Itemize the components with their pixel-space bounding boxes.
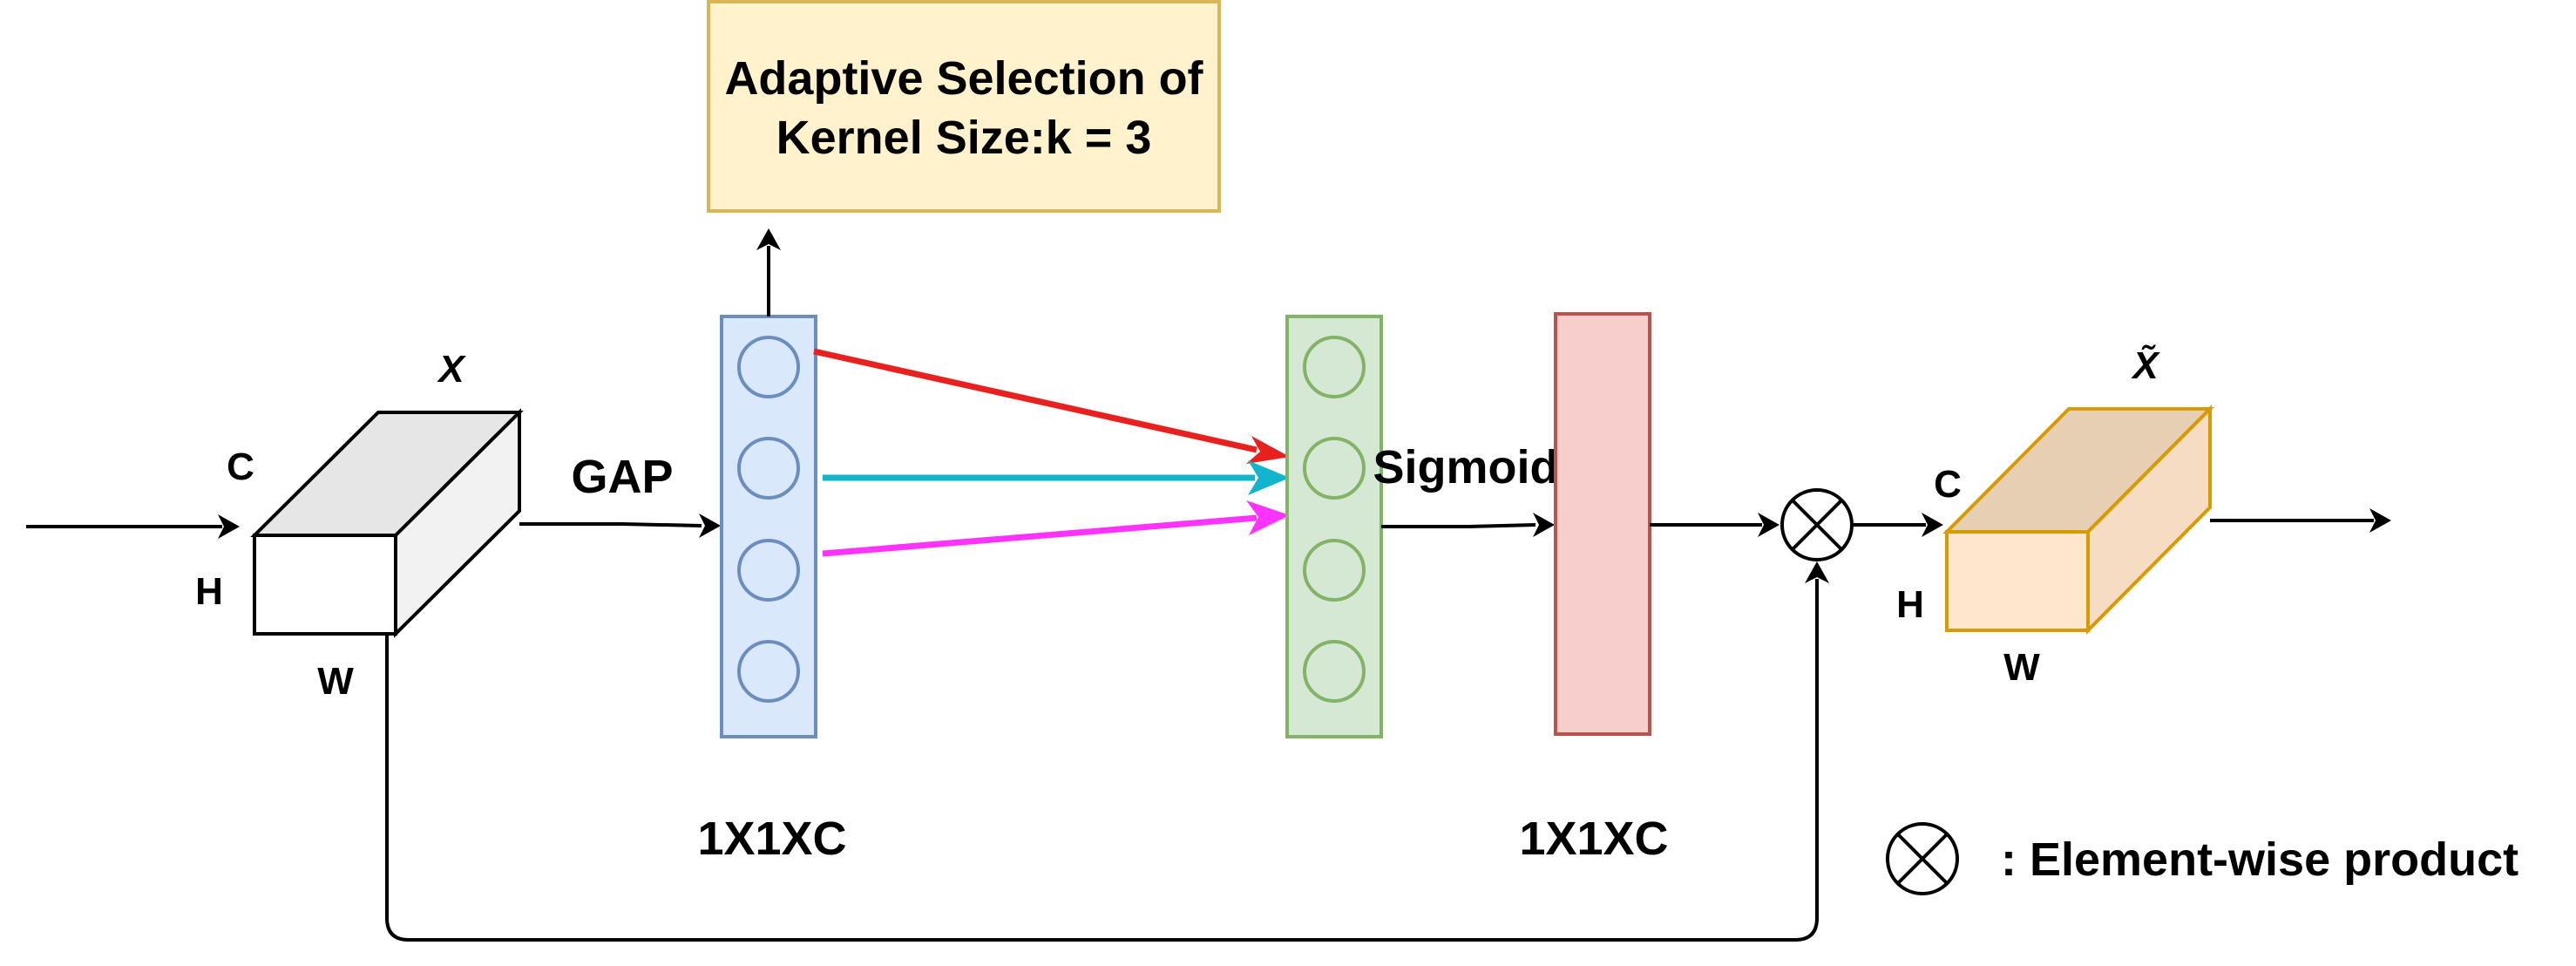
- output-tensor-name: X̃: [2130, 344, 2160, 387]
- conv-node-4: [1303, 640, 1366, 703]
- output-h-label: H: [1896, 583, 1924, 626]
- sigmoid-label: Sigmoid: [1373, 441, 1559, 493]
- pooled-feature-rect: [720, 315, 817, 738]
- conv-arrow-red: [813, 348, 1290, 464]
- kernel-box-line2: Kernel Size:k = 3: [776, 112, 1152, 164]
- input-arrow: [26, 514, 240, 539]
- pooled-node-4: [737, 640, 800, 703]
- gap-label: GAP: [571, 451, 673, 503]
- output-arrow: [2210, 508, 2391, 533]
- input-tensor-name: X: [436, 348, 466, 391]
- input-cube-front: [253, 534, 397, 636]
- output-tensor-cube: X̃ C H W: [1896, 344, 2214, 689]
- conv-node-1: [1303, 336, 1366, 398]
- pooled-node-2: [737, 437, 800, 500]
- sigmoid-arrow: Sigmoid: [1373, 441, 1559, 537]
- gap-arrow: GAP: [519, 451, 721, 538]
- product-operator: [1780, 488, 1854, 561]
- skip-connection: [385, 561, 1829, 942]
- input-c-label: C: [227, 446, 254, 488]
- conv-node-2: [1303, 437, 1366, 500]
- product-to-output-arrow: [1852, 513, 1943, 537]
- attention-weights-rect: [1554, 312, 1651, 736]
- pooled-feature-column: [720, 315, 817, 738]
- input-h-label: H: [195, 570, 223, 613]
- pooled-node-1: [737, 336, 800, 398]
- kernel-size-box-rect: [707, 0, 1221, 213]
- kernel-size-box: Adaptive Selection of Kernel Size:k = 3: [707, 0, 1221, 213]
- conv-node-3: [1303, 539, 1366, 602]
- weights-to-product-arrow: [1650, 513, 1779, 537]
- legend: : Element-wise product: [1886, 822, 2518, 895]
- pooled-node-3: [737, 539, 800, 602]
- dims-left-label: 1X1XC: [697, 813, 846, 865]
- output-c-label: C: [1934, 463, 1962, 506]
- up-arrow: [756, 228, 781, 316]
- conv-feature-column: [1285, 315, 1383, 738]
- dims-right-label: 1X1XC: [1519, 813, 1668, 865]
- input-w-label: W: [317, 660, 354, 703]
- output-cube-front: [1945, 530, 2090, 632]
- conv-arrow-cyan: [823, 460, 1290, 495]
- output-w-label: W: [2003, 646, 2040, 689]
- input-tensor-cube: X C H W: [195, 348, 524, 703]
- conv-arrow-magenta: [822, 500, 1290, 557]
- conv-feature-rect: [1285, 315, 1383, 738]
- kernel-box-line1: Adaptive Selection of: [724, 52, 1203, 105]
- legend-text: : Element-wise product: [2001, 833, 2518, 886]
